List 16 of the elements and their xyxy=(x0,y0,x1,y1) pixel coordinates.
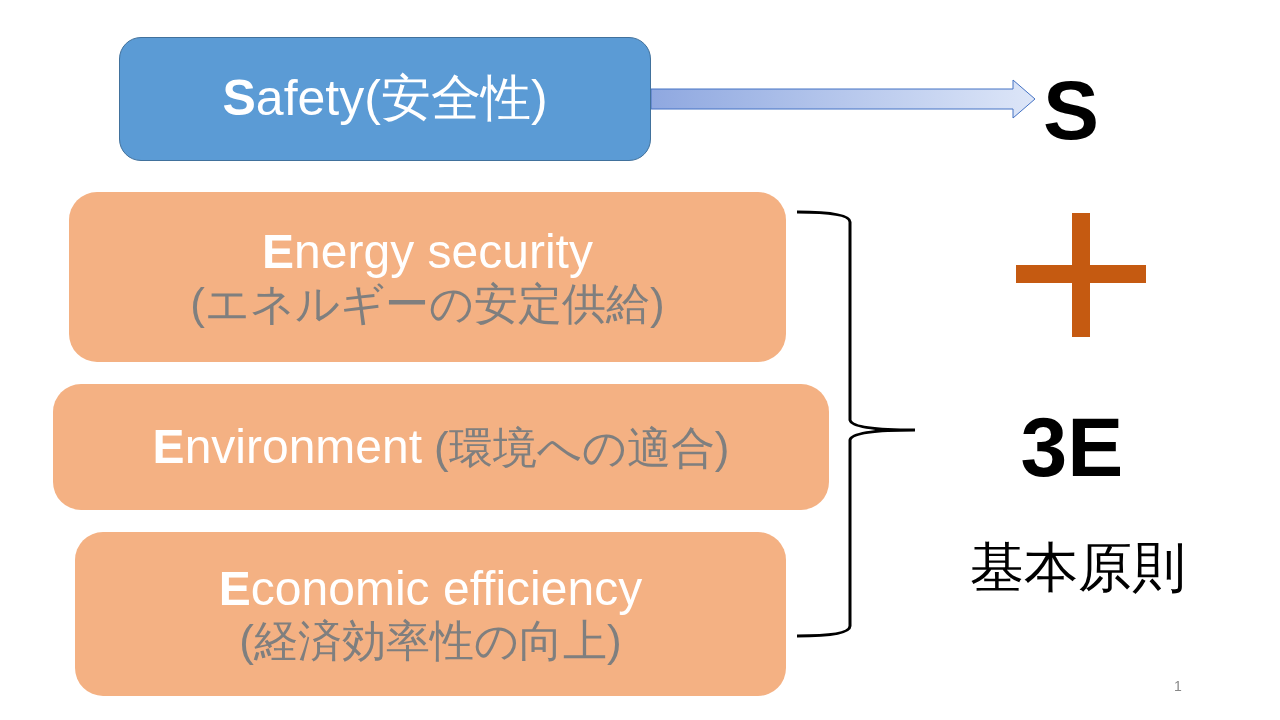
rounded-box xyxy=(53,384,829,510)
rounded-box xyxy=(119,37,651,161)
box-title: Energy security xyxy=(262,224,593,280)
box-title: Safety(安全性) xyxy=(222,70,548,128)
caption-text: 基本原則 xyxy=(970,540,1186,594)
rounded-box xyxy=(69,192,786,362)
box-subtitle: (環境への適合) xyxy=(434,423,730,473)
block-arrow xyxy=(650,79,1036,119)
page-number: 1 xyxy=(1174,679,1182,693)
box-subtitle: (経済効率性の向上) xyxy=(239,616,622,667)
box-title: Economic efficiency xyxy=(218,561,643,617)
letter-text: S xyxy=(1035,60,1107,160)
box-subtitle: (エネルギーの安定供給) xyxy=(190,279,665,330)
box-title: Environment xyxy=(152,420,423,474)
heading-text: 3E xyxy=(1020,405,1124,489)
rounded-box xyxy=(75,532,786,696)
